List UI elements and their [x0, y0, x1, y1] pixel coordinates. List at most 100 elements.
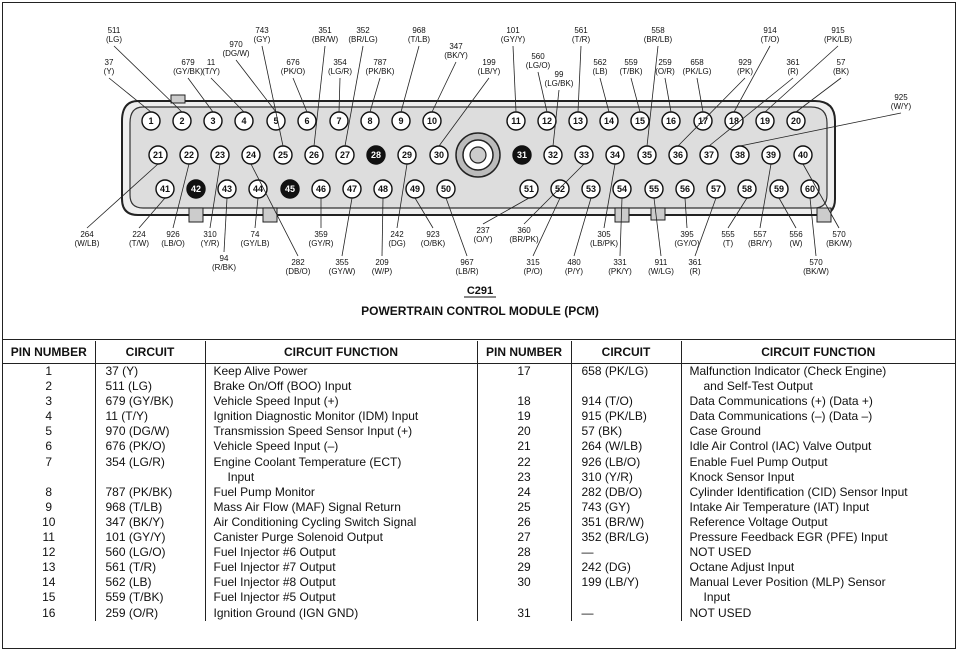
wire-label-pin-14: 562(LB): [592, 58, 610, 113]
leader-line: [552, 89, 560, 147]
leader-line: [292, 77, 308, 113]
table-cell: 30: [517, 575, 531, 590]
wire-label-pin-43: 94(R/BK): [212, 197, 236, 272]
wire-label-pin-48: 209(W/P): [372, 197, 393, 276]
pin-number: 55: [649, 184, 659, 194]
table-cell: Knock Sensor Input: [689, 469, 795, 484]
pin-number: 6: [304, 116, 309, 126]
pin-number: 7: [336, 116, 341, 126]
table-cell: 2: [45, 379, 53, 394]
wire-label-pin-30: 199(LB/Y): [438, 58, 501, 147]
leader-line: [172, 163, 190, 229]
table-cell: 101 (GY/Y): [105, 530, 166, 545]
wire-label-text: 511: [108, 26, 121, 35]
leader-line: [108, 77, 152, 113]
connector-name: POWERTRAIN CONTROL MODULE (PCM): [361, 304, 599, 318]
leader-line: [138, 197, 166, 229]
table-cell: 282 (DB/O): [581, 484, 643, 499]
wire-label-text: (BR/Y): [748, 239, 772, 248]
wire-label-text: (PK): [737, 67, 753, 76]
leader-line: [809, 197, 817, 257]
pin-16: 16: [661, 111, 681, 131]
pin-number: 40: [798, 150, 808, 160]
pin-number: 20: [791, 116, 801, 126]
pin-number: 1: [148, 116, 153, 126]
wire-label-text: (GY/Y): [501, 35, 526, 44]
table-cell: 264 (W/LB): [581, 439, 643, 454]
wire-label-text: 676: [286, 58, 300, 67]
pin-45: 45: [280, 179, 300, 199]
table-cell-continued: [572, 379, 681, 394]
wire-label-text: 99: [555, 70, 564, 79]
wire-label-text: (O/Y): [473, 235, 492, 244]
table-cell: 17: [517, 364, 531, 378]
pin-35: 35: [637, 145, 657, 165]
wire-label-text: 94: [220, 254, 229, 263]
leader-line: [759, 163, 772, 229]
table-cell: Ignition Diagnostic Monitor (IDM) Input: [213, 409, 419, 424]
pin-number: 3: [210, 116, 215, 126]
table-cell: 679 (GY/BK): [105, 394, 174, 409]
wire-label-pin-5: 970(DG/W): [222, 40, 277, 113]
pin-number: 60: [805, 184, 815, 194]
wire-label-text: 315: [526, 258, 540, 267]
wire-label-pin-9: 968(T/LB): [400, 26, 430, 113]
housing-tab: [170, 94, 186, 104]
wire-label-pin-38: 925(W/Y): [739, 93, 912, 147]
pin-43: 43: [217, 179, 237, 199]
wire-label-text: (LG/O): [526, 61, 551, 70]
pin-13: 13: [568, 111, 588, 131]
leader-line: [677, 77, 746, 147]
wire-label-text: 354: [333, 58, 347, 67]
table-cell: 18: [517, 394, 531, 409]
wire-label-pin-26: 351(BR/W): [312, 26, 338, 147]
table-cell: 511 (LG): [105, 379, 152, 394]
pin-number: 15: [635, 116, 645, 126]
pin-34: 34: [605, 145, 625, 165]
table-cell: 37 (Y): [105, 364, 139, 378]
wire-label-text: (T/W): [129, 239, 149, 248]
pin-19: 19: [755, 111, 775, 131]
pin-40: 40: [793, 145, 813, 165]
table-cell: 562 (LB): [105, 575, 152, 590]
pin-58: 58: [737, 179, 757, 199]
leader-line: [414, 197, 434, 229]
leader-line: [764, 45, 839, 113]
table-cell: 22: [517, 454, 531, 469]
wire-label-text: (GY/LB): [241, 239, 270, 248]
leader-line: [537, 71, 548, 113]
wire-label-text: (BK): [833, 67, 849, 76]
table-cell-continued: and Self-Test Output: [703, 379, 813, 394]
table-cell: 13: [42, 560, 56, 575]
pin-number: 17: [698, 116, 708, 126]
leader-line: [577, 45, 582, 113]
table-cell: 968 (T/LB): [105, 499, 163, 514]
wire-label-pin-6: 676(PK/O): [281, 58, 308, 113]
pin-number: 46: [316, 184, 326, 194]
table-cell: 24: [517, 484, 531, 499]
wire-label-pin-29: 242(DG): [388, 163, 408, 248]
wire-label-text: (PK/O): [281, 67, 306, 76]
table-cell: Fuel Injector #7 Output: [213, 560, 336, 575]
wire-label-text: 282: [291, 258, 305, 267]
wire-label-text: (GY/O): [674, 239, 700, 248]
table-cell: 915 (PK/LB): [581, 409, 647, 424]
table-cell: 347 (BK/Y): [105, 514, 165, 529]
table-cell: 310 (Y/R): [581, 469, 633, 484]
housing-tab: [614, 207, 630, 223]
pin-number: 23: [215, 150, 225, 160]
table-cell: Canister Purge Solenoid Output: [213, 530, 383, 545]
leader-line: [778, 197, 797, 229]
wire-label-pin-53: 480(P/Y): [565, 197, 592, 276]
wire-label-text: 560: [531, 52, 545, 61]
table-cell: NOT USED: [689, 605, 752, 620]
wire-label-text: (GY/R): [309, 239, 334, 248]
housing-tab: [650, 207, 666, 221]
pin-36: 36: [668, 145, 688, 165]
wire-label-text: 331: [613, 258, 627, 267]
wire-label-text: (BK/W): [826, 239, 852, 248]
